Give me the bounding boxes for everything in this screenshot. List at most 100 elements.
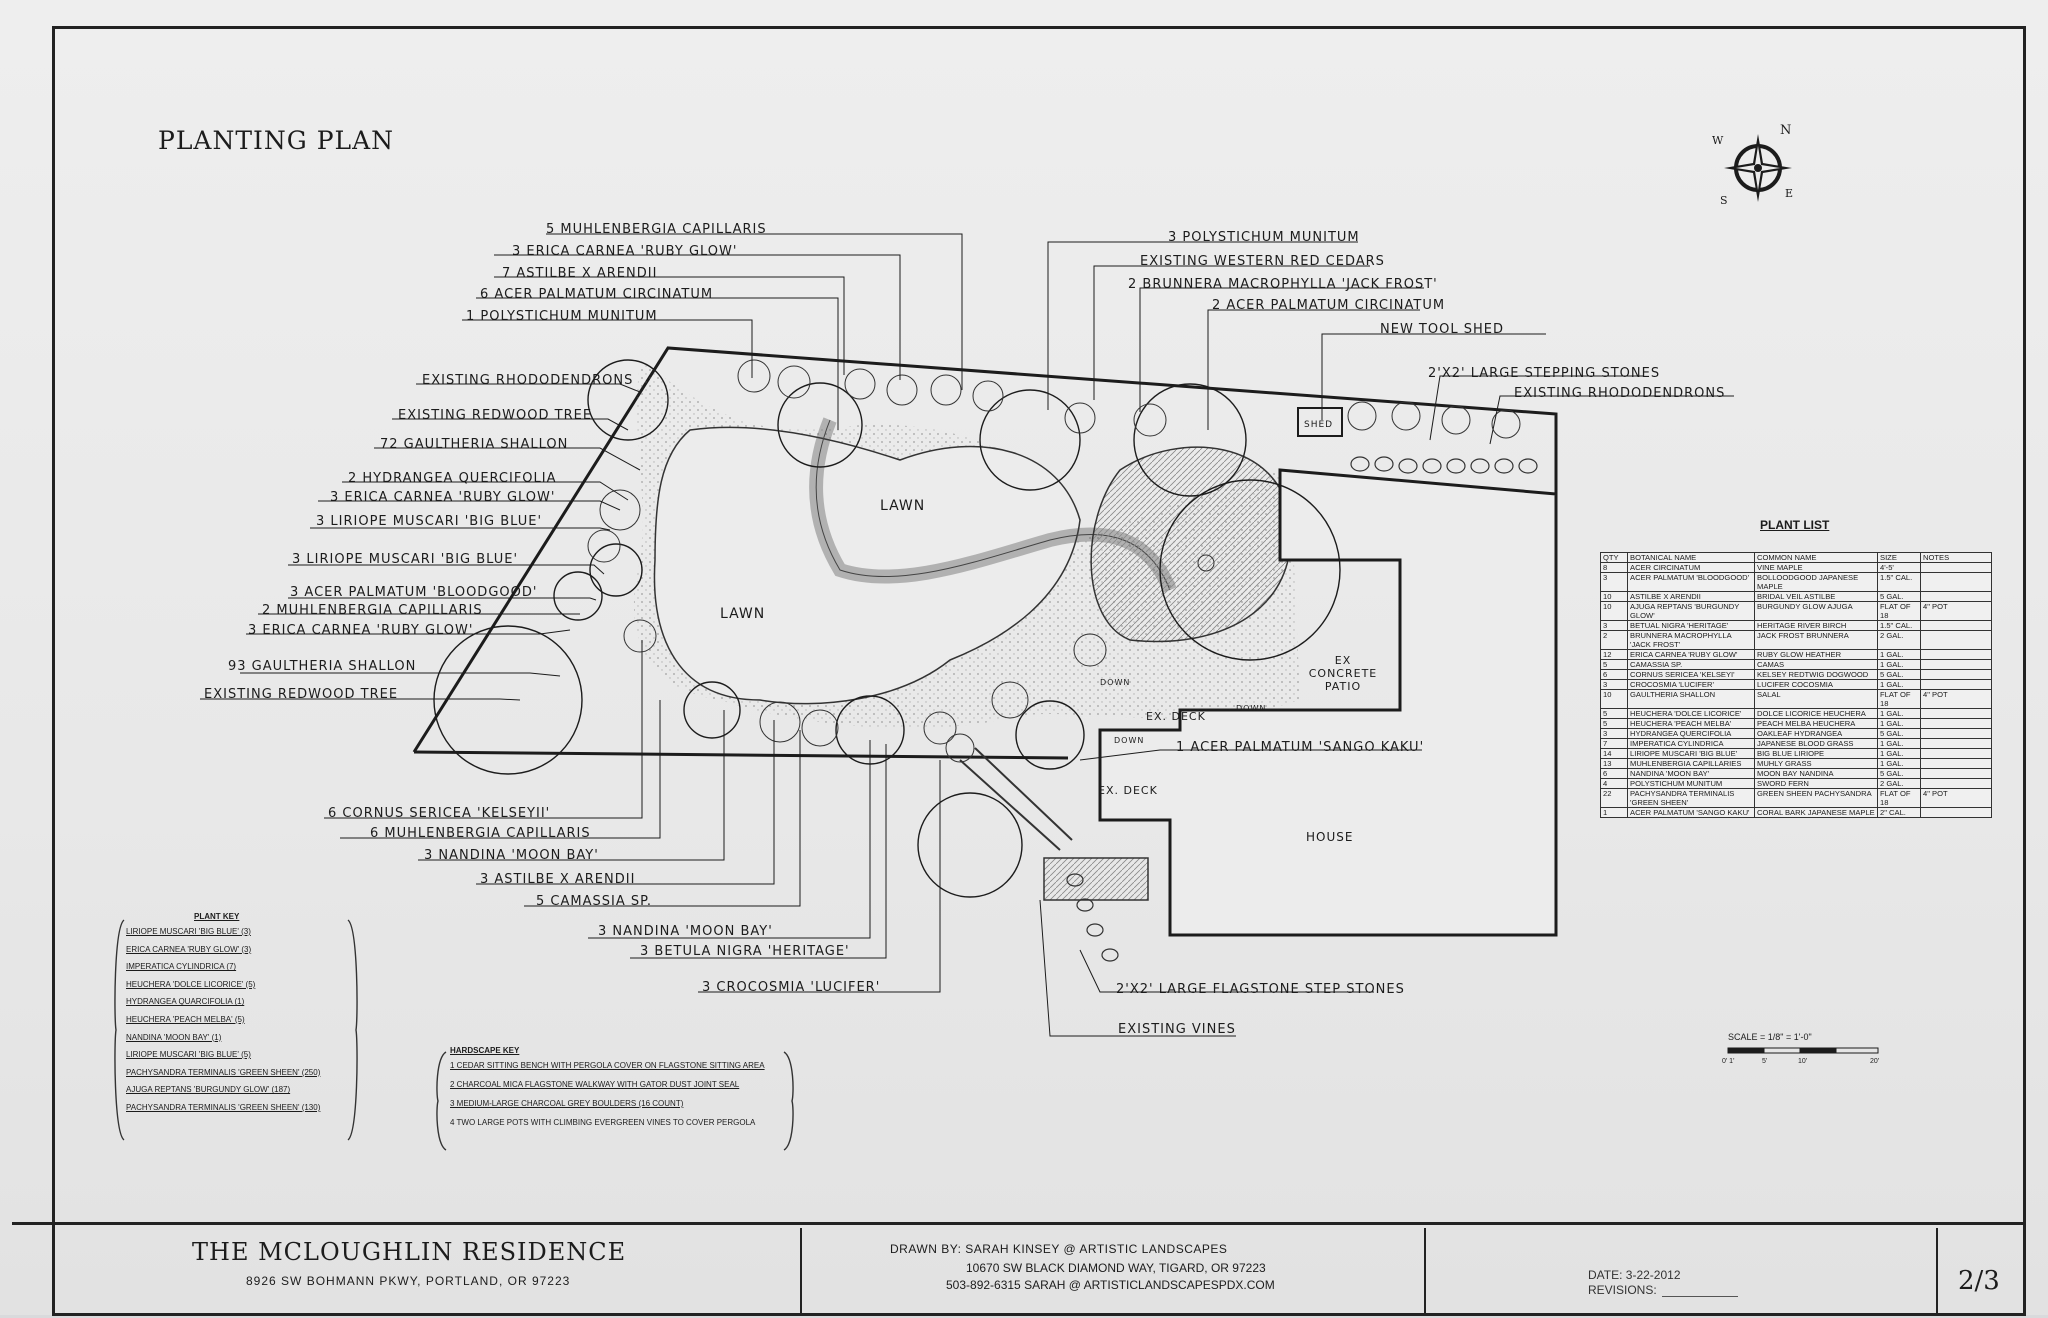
plant-callout: 2 Hydrangea quercifolia [348, 471, 557, 486]
table-cell [1920, 649, 1992, 660]
plant-callout: 3 Nandina 'Moon Bay' [424, 848, 599, 863]
table-cell [1920, 630, 1992, 650]
column-header: Botanical Name [1627, 552, 1755, 563]
plant-callout: Existing Redwood Tree [398, 408, 593, 423]
table-cell: Acer circinatum [1627, 562, 1755, 573]
table-cell: 2 gal. [1877, 630, 1921, 650]
table-cell: 2 [1600, 630, 1628, 650]
table-row: 10Gaultheria shallonSalalFlat of 184" Po… [1600, 689, 1992, 709]
compass-north-label: N [1780, 123, 1792, 138]
patio-label: Ex Concrete Patio [1308, 654, 1378, 693]
table-cell: Acer palmatum 'Bloodgood' [1627, 572, 1755, 592]
table-cell [1920, 718, 1992, 729]
plant-callout: 7 Astilbe x arendii [502, 266, 658, 281]
column-header: Size [1877, 552, 1921, 563]
table-cell: 1 gal. [1877, 679, 1921, 690]
plant-key-item: Heuchera 'peach melba' (5) [126, 1014, 245, 1024]
plant-key-item: Erica carnea 'Ruby Glow' (3) [126, 944, 252, 954]
table-row: 5Heuchera 'Peach Melba'Peach Melba Heuch… [1600, 718, 1992, 729]
table-cell: Jack Frost Brunnera [1754, 630, 1878, 650]
table-cell: 10 [1600, 689, 1628, 709]
table-row: 3Acer palmatum 'Bloodgood'Bolloodgood Ja… [1600, 572, 1992, 592]
revisions-field: Revisions: [1588, 1283, 1657, 1297]
table-cell: 5 [1600, 708, 1628, 719]
plant-callout: 3 Acer palmatum 'Bloodgood' [290, 585, 538, 600]
table-cell: Nandina 'Moon Bay' [1627, 768, 1755, 779]
ex-deck-label: Ex. Deck [1146, 710, 1206, 723]
plant-callout: 93 Gaultheria shallon [228, 659, 417, 674]
hardscape-key-item: 2 Charcoal Mica Flagstone Walkway with G… [450, 1080, 740, 1089]
table-cell: Big Blue Liriope [1754, 748, 1878, 759]
table-cell: 5 [1600, 659, 1628, 670]
hardscape-key-title: Hardscape Key [450, 1046, 520, 1055]
table-cell: 3 [1600, 679, 1628, 690]
table-cell: 14 [1600, 748, 1628, 759]
lawn-label: Lawn [720, 606, 766, 622]
table-cell: Acer palmatum 'Sango Kaku' [1627, 807, 1755, 818]
down-label: Down [1114, 736, 1145, 745]
plant-callout: New Tool Shed [1380, 322, 1504, 337]
sheet-number: 2/3 [1958, 1266, 2000, 1296]
table-cell: Moon Bay Nandina [1754, 768, 1878, 779]
table-cell: 5 gal. [1877, 591, 1921, 602]
plant-callout: 3 Erica carnea 'Ruby Glow' [330, 490, 556, 505]
plant-callout: 2'x2' Large Stepping Stones [1428, 366, 1661, 381]
table-cell: Muhly Grass [1754, 758, 1878, 769]
table-cell: 1 gal. [1877, 738, 1921, 749]
table-row: 6Nandina 'Moon Bay'Moon Bay Nandina5 gal… [1600, 768, 1992, 779]
table-row: 7Imperatica cylindricaJapanese Blood Gra… [1600, 738, 1992, 749]
table-cell [1920, 778, 1992, 789]
table-row: 12Erica carnea 'Ruby Glow'Ruby Glow Heat… [1600, 649, 1992, 660]
table-cell: 3 [1600, 728, 1628, 739]
table-cell: Camas [1754, 659, 1878, 670]
table-cell: Pachysandra terminalis 'Green Sheen' [1627, 788, 1755, 808]
table-cell: Gaultheria shallon [1627, 689, 1755, 709]
table-cell: 1 gal. [1877, 649, 1921, 660]
table-row: 14Liriope muscari 'Big Blue'Big Blue Lir… [1600, 748, 1992, 759]
plant-callout: Existing Western Red Cedars [1140, 254, 1385, 269]
plant-key-item: Imperatica cylindrica (7) [126, 962, 237, 972]
table-cell [1920, 562, 1992, 573]
table-row: 8Acer circinatumVine Maple4'-5' [1600, 562, 1992, 573]
plant-callout: 1 Acer palmatum 'Sango Kaku' [1176, 740, 1425, 755]
table-cell: Flat of 18 [1877, 788, 1921, 808]
plant-key-item: Heuchera 'Dolce licorice' (5) [126, 979, 256, 989]
plant-callout: 6 Acer palmatum circinatum [480, 287, 714, 302]
table-cell: 4 [1600, 778, 1628, 789]
table-cell: 22 [1600, 788, 1628, 808]
table-cell: 5 gal. [1877, 728, 1921, 739]
table-cell: 4'-5' [1877, 562, 1921, 573]
table-cell: 5 gal. [1877, 768, 1921, 779]
plant-callout: 3 Liriope muscari 'Big Blue' [316, 514, 543, 529]
down-label: Down [1100, 678, 1131, 687]
plant-callout: 3 Betula nigra 'Heritage' [640, 944, 850, 959]
plant-key-item: Hydrangea quarcifolia (1) [126, 997, 245, 1007]
drawn-by: Drawn By: Sarah Kinsey @ Artistic Landsc… [890, 1242, 1228, 1256]
table-cell: Liriope muscari 'Big Blue' [1627, 748, 1755, 759]
plant-callout: 2 Muhlenbergia capillaris [262, 603, 483, 618]
house-footprint [1098, 468, 1558, 937]
column-header: Qty [1600, 552, 1628, 563]
table-row: 4Polystichum munitumSword Fern2 gal. [1600, 778, 1992, 789]
table-row: 2Brunnera macrophylla 'Jack Frost'Jack F… [1600, 630, 1992, 650]
table-cell: Heuchera 'Dolce Licorice' [1627, 708, 1755, 719]
table-cell: 2 gal. [1877, 778, 1921, 789]
hardscape-key-item: 3 Medium-Large Charcoal Grey boulders (1… [450, 1099, 684, 1108]
table-cell: 10 [1600, 591, 1628, 602]
title-block-divider [1424, 1228, 1426, 1315]
table-row: 22Pachysandra terminalis 'Green Sheen'Gr… [1600, 788, 1992, 808]
plant-callout: 72 Gaultheria shallon [380, 437, 569, 452]
table-cell: 13 [1600, 758, 1628, 769]
table-cell: 4" Pot [1920, 689, 1992, 709]
table-cell: Betual nigra 'Heritage' [1627, 620, 1755, 631]
table-cell: 1 gal. [1877, 758, 1921, 769]
table-row: 10Ajuga reptans 'Burgundy Glow'Burgundy … [1600, 601, 1992, 621]
table-cell: Lucifer Cocosmia [1754, 679, 1878, 690]
table-cell: 1 gal. [1877, 718, 1921, 729]
scale-bar-label: 5' [1762, 1058, 1768, 1065]
table-cell: Burgundy Glow Ajuga [1754, 601, 1878, 621]
plant-callout: 5 Muhlenbergia capillaris [546, 222, 767, 237]
table-row: 5Heuchera 'Dolce Licorice'Dolce Licorice… [1600, 708, 1992, 719]
plant-callout: 1 Polystichum munitum [466, 309, 658, 324]
title-block-divider [800, 1228, 802, 1315]
